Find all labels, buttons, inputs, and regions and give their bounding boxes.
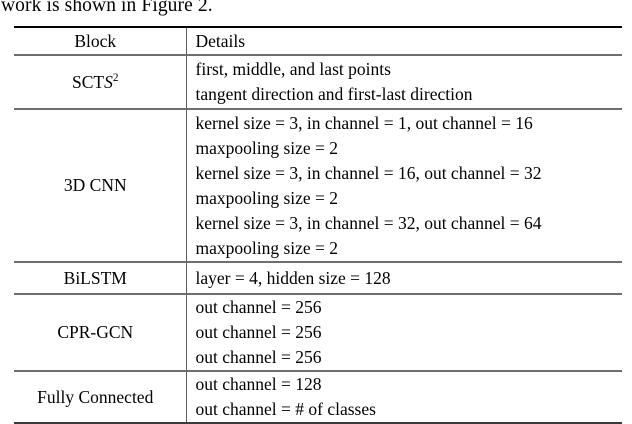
row-label-scts2: SCTS2 <box>14 54 187 109</box>
detail-line: maxpooling size = 2 <box>195 237 339 258</box>
scts2-roman-part: SCT <box>72 71 105 92</box>
detail-line: out channel = # of classes <box>195 399 376 419</box>
row-label-cpr-gcn: CPR-GCN <box>14 293 187 371</box>
row-label-fully-connected: Fully Connected <box>14 370 187 424</box>
row-label-3d-cnn: 3D CNN <box>14 108 187 262</box>
row-details-cpr-gcn: out channel = 256 out channel = 256 out … <box>186 293 622 371</box>
network-architecture-table: Block Details SCTS2 first, middle, and l… <box>14 26 622 424</box>
detail-line: maxpooling size = 2 <box>195 187 339 208</box>
table-header-row: Block Details <box>14 26 622 55</box>
detail-line: first, middle, and last points <box>195 59 391 79</box>
detail-line: kernel size = 3, in channel = 1, out cha… <box>195 112 533 133</box>
table-row: 3D CNN kernel size = 3, in channel = 1, … <box>14 108 622 262</box>
scts2-italic-part: S <box>104 71 113 92</box>
block-label: BiLSTM <box>63 267 127 288</box>
row-label-bilstm: BiLSTM <box>14 261 187 294</box>
detail-line: kernel size = 3, in channel = 32, out ch… <box>195 212 542 233</box>
detail-line: layer = 4, hidden size = 128 <box>195 267 391 288</box>
detail-line: out channel = 128 <box>195 374 322 394</box>
detail-line: kernel size = 3, in channel = 16, out ch… <box>195 162 542 183</box>
row-details-fully-connected: out channel = 128 out channel = # of cla… <box>186 370 622 424</box>
block-label: Fully Connected <box>37 386 154 407</box>
scts2-label: SCTS2 <box>14 72 177 93</box>
detail-line: out channel = 256 <box>195 322 322 342</box>
table-row: Fully Connected out channel = 128 out ch… <box>14 370 622 424</box>
spec-table: Block Details SCTS2 first, middle, and l… <box>14 26 622 424</box>
scts2-superscript: 2 <box>112 71 119 84</box>
detail-line: out channel = 256 <box>195 297 322 317</box>
detail-line: maxpooling size = 2 <box>195 137 339 158</box>
row-details-scts2: first, middle, and last points tangent d… <box>186 54 622 109</box>
table-row: BiLSTM layer = 4, hidden size = 128 <box>14 261 622 294</box>
detail-line: out channel = 256 <box>195 347 322 367</box>
block-label: CPR-GCN <box>57 322 134 342</box>
row-details-3d-cnn: kernel size = 3, in channel = 1, out cha… <box>186 108 622 262</box>
table-row: SCTS2 first, middle, and last points tan… <box>14 54 622 109</box>
block-label: 3D CNN <box>63 175 127 195</box>
column-header-details: Details <box>186 26 622 55</box>
trailing-body-text: work is shown in Figure 2. <box>1 0 213 16</box>
row-details-bilstm: layer = 4, hidden size = 128 <box>186 261 622 294</box>
detail-line: tangent direction and first-last directi… <box>195 84 473 104</box>
table-row: CPR-GCN out channel = 256 out channel = … <box>14 293 622 371</box>
column-header-block: Block <box>14 26 187 55</box>
